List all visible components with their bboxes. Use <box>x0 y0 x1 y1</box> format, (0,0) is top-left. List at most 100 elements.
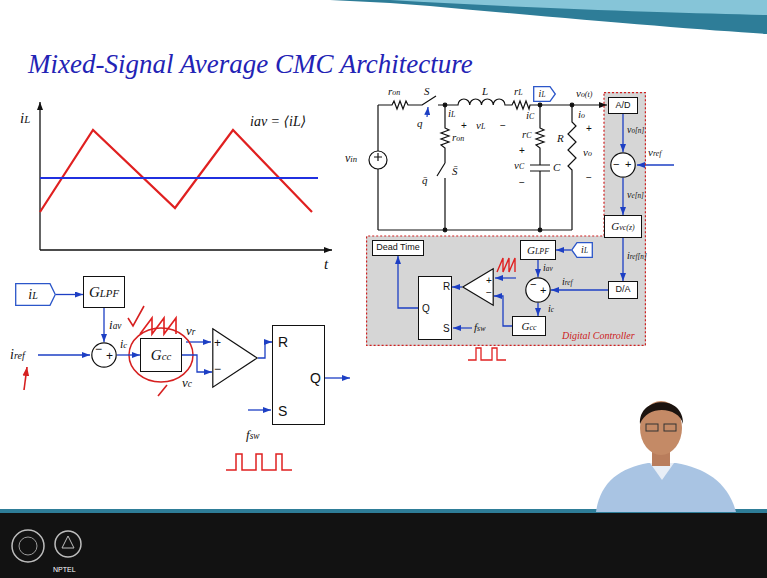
hand-annotation <box>24 367 27 390</box>
node-text: R <box>278 335 288 350</box>
waveform-plot <box>40 249 332 250</box>
controller-wires <box>637 164 674 165</box>
block-diagram-wires <box>325 377 350 378</box>
signal-connector <box>537 303 538 316</box>
junction-outline <box>526 278 550 302</box>
node-text: Q <box>310 371 321 386</box>
signal-name: vC <box>514 159 524 172</box>
block-diagram-wires <box>38 354 90 355</box>
signal-name: vref <box>648 146 661 159</box>
node-text: iL <box>581 244 588 256</box>
node-text: + <box>625 158 631 170</box>
junction-outline <box>92 343 116 367</box>
logo-text: NPTEL <box>53 566 76 574</box>
signal-connector <box>117 354 140 355</box>
polarity-sign: − <box>519 177 525 188</box>
node-text: + <box>540 284 546 296</box>
signal-name: iref <box>562 276 573 288</box>
node-text: Gcc <box>151 347 171 364</box>
summing-junction: −+ <box>91 342 117 368</box>
node-text: − <box>530 278 536 290</box>
node-text: Gcc <box>522 320 537 333</box>
summing-junction: −+ <box>610 152 636 178</box>
node-text: A/D <box>615 101 630 111</box>
power-stage-circuit <box>427 107 428 117</box>
signal-name: vL <box>476 119 485 132</box>
power-stage-circuit <box>570 103 574 107</box>
signal-name: iav <box>543 262 553 274</box>
block-diagram-wires <box>248 409 271 410</box>
signal-name: iL <box>448 107 455 120</box>
signal-name: vc <box>182 376 192 390</box>
axis-label: iL <box>20 110 30 127</box>
component-label: C <box>553 161 560 173</box>
power-stage-circuit <box>443 103 447 107</box>
comparator-outline <box>463 269 493 305</box>
signal-name: ic <box>120 338 127 351</box>
component-label: L <box>482 85 488 97</box>
hand-annotation <box>128 306 144 326</box>
component-label: S <box>424 85 430 97</box>
header-band <box>330 0 767 34</box>
signal-connector <box>56 294 83 295</box>
comparator: +− <box>462 268 494 306</box>
signal-connector <box>103 308 104 342</box>
node-text: GLPF <box>527 244 549 257</box>
signal-connector <box>622 238 623 281</box>
current-controller-block: Gcc <box>140 338 182 372</box>
node-text: iL <box>539 88 546 100</box>
power-stage-circuit <box>538 103 542 107</box>
signal-connector <box>182 355 212 372</box>
presenter-figure <box>596 463 736 512</box>
node-text: GLPF <box>89 284 119 301</box>
signal-tag: iL <box>15 283 56 306</box>
power-stage-circuit <box>374 105 382 230</box>
node-text: − <box>613 158 619 170</box>
tag-outline <box>572 243 593 258</box>
signal-tag: iL <box>571 242 593 258</box>
gate-signal: q <box>417 117 423 129</box>
controller-wires <box>495 277 516 278</box>
power-stage-circuit <box>443 228 447 232</box>
controller-wires <box>453 327 472 328</box>
tag-outline <box>16 284 56 306</box>
power-stage-circuit <box>530 105 550 230</box>
signal-name: iref <box>10 347 25 362</box>
footer-band <box>0 513 767 578</box>
footer-band <box>12 530 44 562</box>
adc-block: A/D <box>608 97 638 114</box>
signal-connector <box>452 286 462 287</box>
power-stage-circuit <box>538 228 542 232</box>
signal-name: vo(t) <box>576 87 592 100</box>
node-text: D/A <box>615 285 630 295</box>
controller-shading <box>366 92 646 346</box>
signal-connector <box>622 114 623 152</box>
power-stage-circuit <box>568 105 576 230</box>
signal-connector <box>551 289 608 290</box>
power-stage-circuit <box>445 99 572 109</box>
lpf-block: GLPF <box>83 276 125 308</box>
waveform-plot <box>40 102 332 250</box>
sr-latch: RQS <box>272 325 325 425</box>
waveform-plot <box>39 102 40 250</box>
block-diagram-wires <box>38 318 350 470</box>
waveform-plot <box>40 130 312 212</box>
polarity-sign: − <box>586 172 592 183</box>
presenter-figure <box>596 401 736 512</box>
block-diagram-wires <box>226 454 292 470</box>
slide-title: Mixed-Signal Average CMC Architecture <box>28 50 473 80</box>
gate-signal: q̄ <box>422 174 428 186</box>
signal-tag: iL <box>533 86 556 102</box>
signal-name: iref[n] <box>627 250 647 262</box>
waveform-plot <box>40 177 318 179</box>
component-label: ron <box>452 131 464 144</box>
component-label: S̄ <box>452 165 458 177</box>
node-text: S <box>443 323 450 334</box>
component-label: rL <box>514 85 523 98</box>
signal-name: vo[n] <box>627 124 644 136</box>
signal-connector <box>258 342 272 358</box>
component-label: vin <box>345 152 357 165</box>
hand-annotation <box>158 385 167 396</box>
node-text: Gvc(z) <box>611 220 634 233</box>
